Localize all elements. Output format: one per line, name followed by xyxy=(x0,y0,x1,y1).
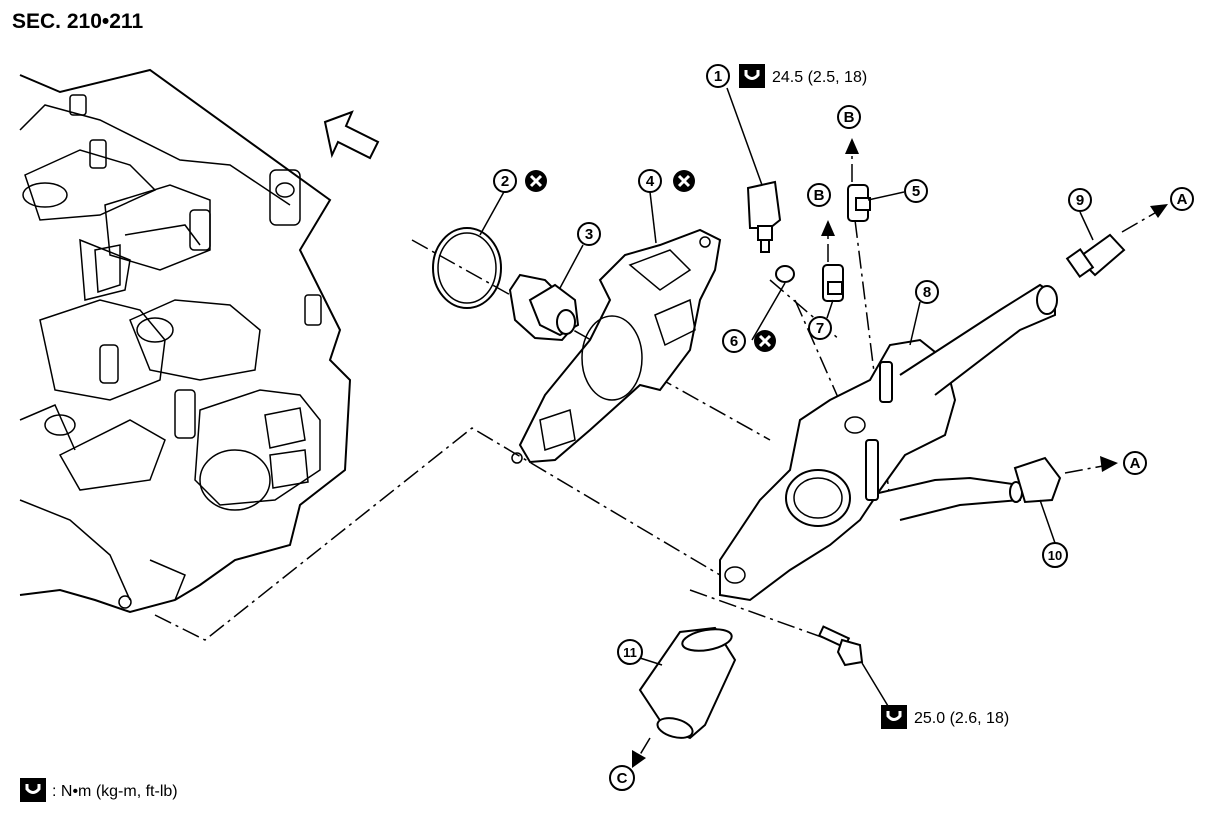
callout-9: 9 xyxy=(1076,192,1084,209)
o-ring xyxy=(432,227,502,309)
gasket xyxy=(511,228,722,464)
callout-11: 11 xyxy=(623,645,637,660)
engine-block xyxy=(19,68,352,614)
reference-letters: A A B B C xyxy=(609,105,1194,791)
ref-a-upper: A xyxy=(1177,191,1188,208)
hose-10 xyxy=(1013,456,1062,504)
water-outlet xyxy=(719,283,1058,602)
mounting-bolt xyxy=(817,625,864,667)
torque-wrench-icon xyxy=(20,64,907,802)
hose-7 xyxy=(822,264,844,302)
washer xyxy=(775,265,795,283)
callout-3: 3 xyxy=(585,226,593,243)
hose-11 xyxy=(638,626,737,740)
callout-10: 10 xyxy=(1048,548,1062,563)
callout-1: 1 xyxy=(714,68,722,85)
torque-spec-sensor: 24.5 (2.5, 18) xyxy=(772,69,867,86)
hose-9 xyxy=(1065,233,1126,278)
callout-6: 6 xyxy=(730,333,738,350)
torque-units-legend: : N•m (kg-m, ft-lb) xyxy=(52,783,178,800)
temperature-sensor xyxy=(746,180,782,253)
ref-b-upper: B xyxy=(844,109,855,126)
callout-4: 4 xyxy=(646,173,655,190)
ref-a-lower: A xyxy=(1130,455,1141,472)
callout-numbers: 1 2 3 4 5 6 7 8 9 10 11 xyxy=(501,68,1084,660)
thermostat xyxy=(508,273,580,342)
callout-7: 7 xyxy=(816,320,824,337)
callout-2: 2 xyxy=(501,173,509,190)
callout-5: 5 xyxy=(912,183,920,200)
leader-lines xyxy=(479,87,1094,707)
callout-circles xyxy=(493,64,1092,665)
do-not-reuse-icon xyxy=(525,170,776,352)
hose-5 xyxy=(847,184,871,222)
section-title: SEC. 210•211 xyxy=(12,10,144,33)
callout-8: 8 xyxy=(923,284,931,301)
ref-c: C xyxy=(617,770,628,787)
front-direction-arrow-icon xyxy=(323,110,380,160)
torque-spec-bolt: 25.0 (2.6, 18) xyxy=(914,710,1009,727)
ref-b-lower: B xyxy=(814,187,825,204)
flow-arrows xyxy=(632,138,1168,768)
